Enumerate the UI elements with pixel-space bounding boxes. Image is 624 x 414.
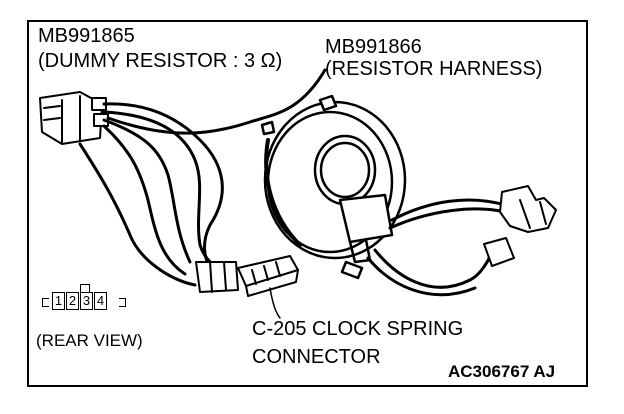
connector-pin: 4 xyxy=(94,292,107,310)
dummy-resistor-part-number: MB991865 xyxy=(38,25,135,47)
rear-view-connector xyxy=(42,284,132,316)
resistor-harness-description: (RESISTOR HARNESS) xyxy=(325,58,543,80)
dummy-resistor-description: (DUMMY RESISTOR : 3 Ω) xyxy=(38,50,283,72)
rear-view-label: (REAR VIEW) xyxy=(36,331,143,350)
figure-code: AC306767 AJ xyxy=(448,362,556,381)
clock-spring-wires xyxy=(366,198,507,297)
resistor-harness-part-number: MB991866 xyxy=(325,36,422,58)
dummy-resistor-connector xyxy=(39,91,109,145)
resistor-harness-wires xyxy=(78,68,327,287)
connector-pin: 1 xyxy=(52,292,65,310)
clock-spring-side-connector xyxy=(483,185,557,267)
connector-pin: 3 xyxy=(80,292,93,310)
clock-spring-body xyxy=(260,94,407,280)
c205-connector xyxy=(195,255,299,319)
connector-label-line1: C-205 CLOCK SPRING xyxy=(252,318,464,340)
connector-pin: 2 xyxy=(66,292,79,310)
connector-label-line2: CONNECTOR xyxy=(252,346,381,368)
